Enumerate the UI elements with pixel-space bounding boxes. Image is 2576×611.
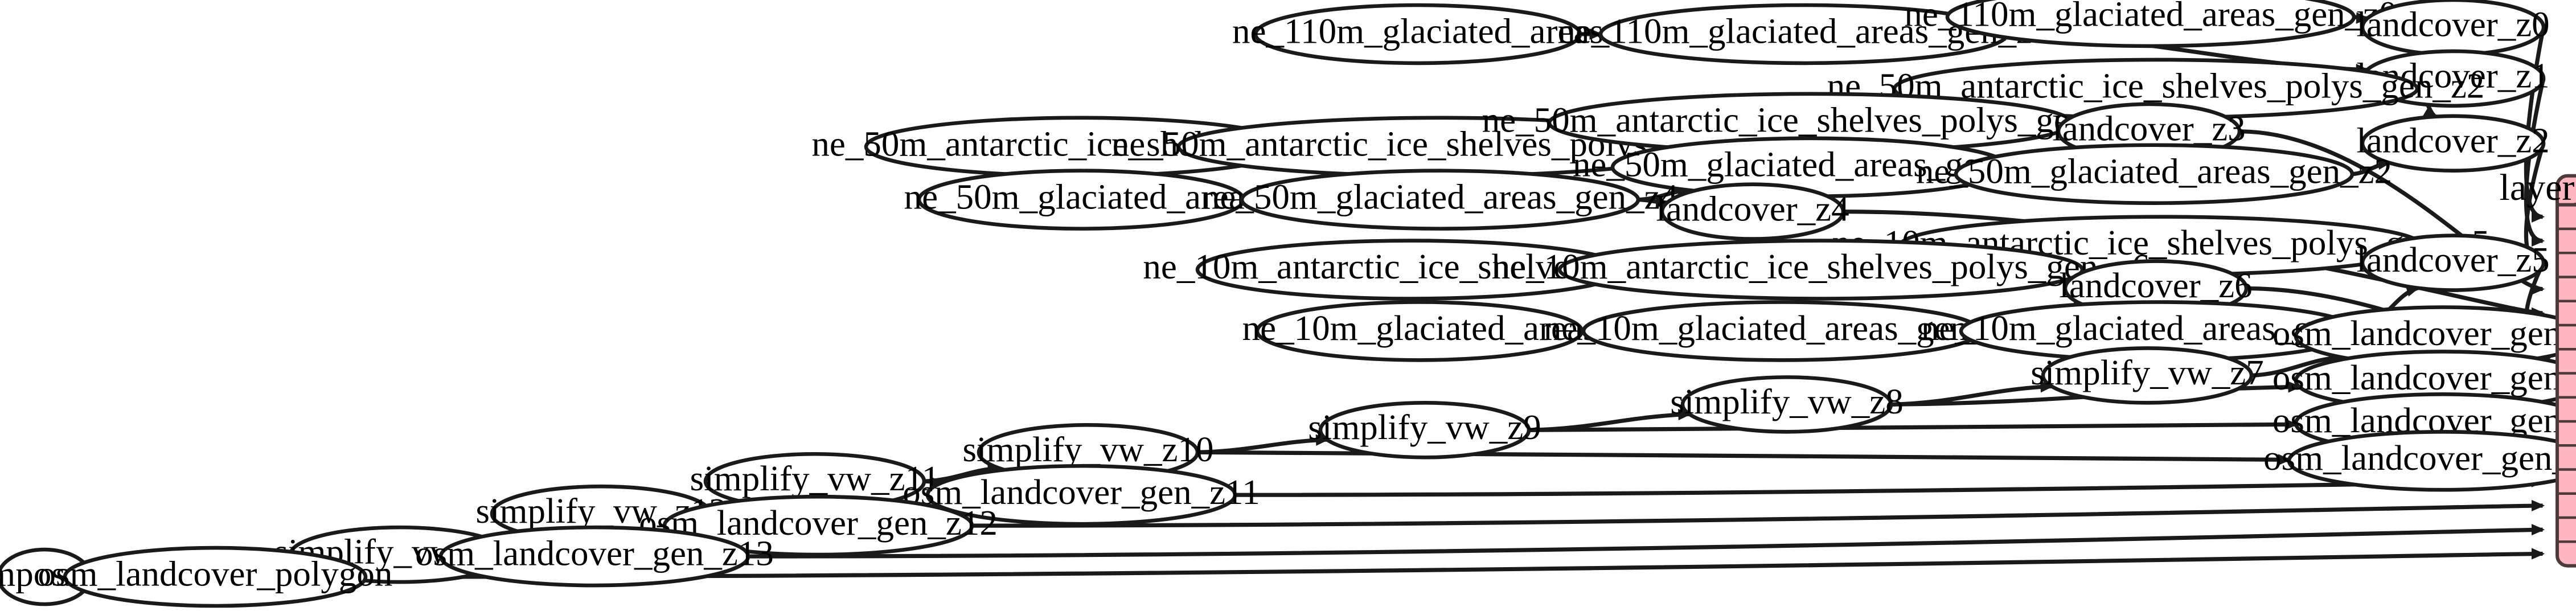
- node-label: simplify_vw_z11: [690, 458, 940, 498]
- node-ellipse: [1240, 169, 1640, 231]
- node-label: osm_landcover_gen_z7: [2273, 313, 2576, 353]
- record-header: layer_landcover: [2499, 167, 2576, 208]
- node-label: landcover_z5: [2356, 240, 2549, 280]
- node-ne_110m_glaciated_areas[interactable]: ne_110m_glaciated_areas: [1232, 3, 1603, 65]
- node-label: simplify_vw_z8: [1670, 382, 1903, 421]
- node-ellipse: [1945, 0, 2356, 48]
- node-label: landcover_z2: [2356, 120, 2549, 160]
- node-label: ne_50m_glaciated_areas_gen_z2: [1916, 151, 2392, 191]
- node-label: simplify_vw_z10: [963, 429, 1214, 469]
- node-ne_10m_antarctic_ice_shelves_polys_gen_z6[interactable]: ne_10m_antarctic_ice_shelves_polys_gen_z…: [1492, 239, 2150, 301]
- node-simplify_vw_z8[interactable]: simplify_vw_z8: [1670, 375, 1904, 434]
- node-osm_landcover_gen_z7[interactable]: osm_landcover_gen_z7: [2273, 305, 2576, 367]
- node-ellipse: [1680, 375, 1893, 434]
- node-simplify_vw_z9[interactable]: simplify_vw_z9: [1308, 401, 1541, 460]
- node-label: osm_landcover_polygon: [38, 554, 393, 594]
- edge-arrowhead: [2532, 524, 2545, 536]
- node-landcover_z0[interactable]: landcover_z0: [2356, 0, 2550, 57]
- edge-arrowhead: [2532, 211, 2545, 223]
- node-ellipse: [1318, 401, 1531, 460]
- node-ne_50m_antarctic_ice_shelves_polys_gen_z3[interactable]: ne_50m_antarctic_ice_shelves_polys_gen_z…: [1482, 92, 2140, 154]
- node-ne_50m_glaciated_areas_gen_z2[interactable]: ne_50m_glaciated_areas_gen_z2: [1916, 143, 2392, 205]
- node-label: landcover_z3: [2052, 108, 2245, 148]
- node-landcover_z4[interactable]: landcover_z4: [1656, 182, 1849, 241]
- edge-landcover_z0--to--layer_landcover:z0: [2524, 25, 2546, 219]
- node-ellipse: [2287, 430, 2576, 492]
- node-label: osm_landcover_gen_z10: [2263, 438, 2576, 478]
- node-label: ne_50m_antarctic_ice_shelves_polys_gen_z…: [1482, 100, 2140, 140]
- node-label: osm_landcover_gen_z13: [415, 534, 774, 573]
- record-layer: layer_landcoverz0z1z2z3z4z5z6z7z8z9z10z1…: [2499, 167, 2576, 568]
- node-label: osm_landcover_gen_z11: [903, 472, 1260, 512]
- edge-osm_landcover_polygon--to--layer_landcover:z14+: [365, 551, 2543, 579]
- node-label: landcover_z0: [2356, 5, 2549, 44]
- node-label: simplify_vw_z7: [2031, 352, 2263, 392]
- edge-arrowhead: [2288, 381, 2302, 393]
- edge-osm_landcover_gen_z13--to--layer_landcover:z13: [748, 527, 2543, 559]
- node-ne_10m_glaciated_areas_gen_z6[interactable]: ne_10m_glaciated_areas_gen_z6: [1544, 300, 2020, 362]
- node-label: ne_110m_glaciated_areas: [1232, 11, 1603, 51]
- node-ne_10m_glaciated_areas[interactable]: ne_10m_glaciated_areas: [1242, 300, 1597, 362]
- node-landcover_z5[interactable]: landcover_z5: [2356, 233, 2550, 292]
- edge-arrowhead: [2532, 548, 2545, 560]
- node-label: landcover_z4: [1656, 188, 1849, 228]
- node-label: ne_10m_antarctic_ice_shelves_polys_gen_z…: [1492, 247, 2150, 286]
- node-ellipse: [2041, 346, 2254, 405]
- node-ellipse: [63, 546, 368, 608]
- node-ellipse: [2360, 114, 2546, 173]
- node-label: ne_50m_glaciated_areas_gen_z4: [1202, 177, 1678, 216]
- node-osm_landcover_gen_z10[interactable]: osm_landcover_gen_z10: [2263, 430, 2576, 492]
- node-ne_110m_glaciated_areas_gen_z0[interactable]: ne_110m_glaciated_areas_gen_z0: [1904, 0, 2397, 48]
- edge-arrowhead: [2532, 499, 2545, 511]
- edge-arrowhead: [2278, 454, 2291, 466]
- edge-arrowhead: [1655, 196, 1670, 208]
- node-ellipse: [662, 494, 974, 557]
- node-ellipse: [1954, 143, 2355, 205]
- node-label: ne_10m_glaciated_areas: [1242, 308, 1597, 348]
- node-osm_landcover_gen_z13[interactable]: osm_landcover_gen_z13: [415, 525, 774, 588]
- node-ne_10m_antarctic_ice_shelves_polys[interactable]: ne_10m_antarctic_ice_shelves_polys: [1143, 239, 1679, 301]
- node-ne_50m_glaciated_areas[interactable]: ne_50m_glaciated_areas: [904, 169, 1259, 231]
- edge-osm_landcover_gen_z12--to--layer_landcover:z12: [971, 503, 2543, 528]
- node-ellipse: [925, 464, 1237, 526]
- node-label: simplify_vw_z9: [1308, 407, 1541, 447]
- edge-simplify_vw_z7--to--osm_landcover_gen_z7: [2251, 355, 2341, 378]
- node-label: ne_10m_glaciated_areas_gen_z6: [1544, 308, 2020, 348]
- edge-arrowhead: [1589, 28, 1603, 40]
- node-ellipse: [1660, 182, 1845, 241]
- node-osm_landcover_gen_z12[interactable]: osm_landcover_gen_z12: [639, 494, 998, 557]
- node-osm_landcover_polygon[interactable]: osm_landcover_polygon: [38, 546, 393, 608]
- node-label: ne_50m_glaciated_areas: [904, 177, 1259, 216]
- node-label: landcover_z6: [2059, 265, 2252, 305]
- node-simplify_vw_z7[interactable]: simplify_vw_z7: [2031, 346, 2264, 405]
- edge-arrowhead: [2284, 419, 2298, 430]
- node-ellipse: [1253, 3, 1582, 65]
- node-ellipse: [2360, 233, 2546, 292]
- node-ellipse: [438, 525, 750, 588]
- node-label: ne_110m_glaciated_areas_gen_z0: [1904, 0, 2397, 34]
- node-ne_50m_glaciated_areas_gen_z4[interactable]: ne_50m_glaciated_areas_gen_z4: [1202, 169, 1678, 231]
- node-osm_landcover_gen_z11[interactable]: osm_landcover_gen_z11: [903, 464, 1260, 526]
- edge-simplify_vw_z9--to--osm_landcover_gen_z9: [1528, 422, 2296, 432]
- node-landcover_z2[interactable]: landcover_z2: [2356, 114, 2550, 173]
- edge-arrowhead: [2532, 235, 2545, 247]
- edge-arrowhead: [2356, 12, 2370, 24]
- node-ne_50m_antarctic_ice_shelves_polys_gen_z2[interactable]: ne_50m_antarctic_ice_shelves_polys_gen_z…: [1827, 58, 2485, 120]
- node-ellipse: [1557, 239, 2085, 301]
- record-outline: [2556, 174, 2576, 568]
- node-label: osm_landcover_gen_z8: [2273, 358, 2576, 397]
